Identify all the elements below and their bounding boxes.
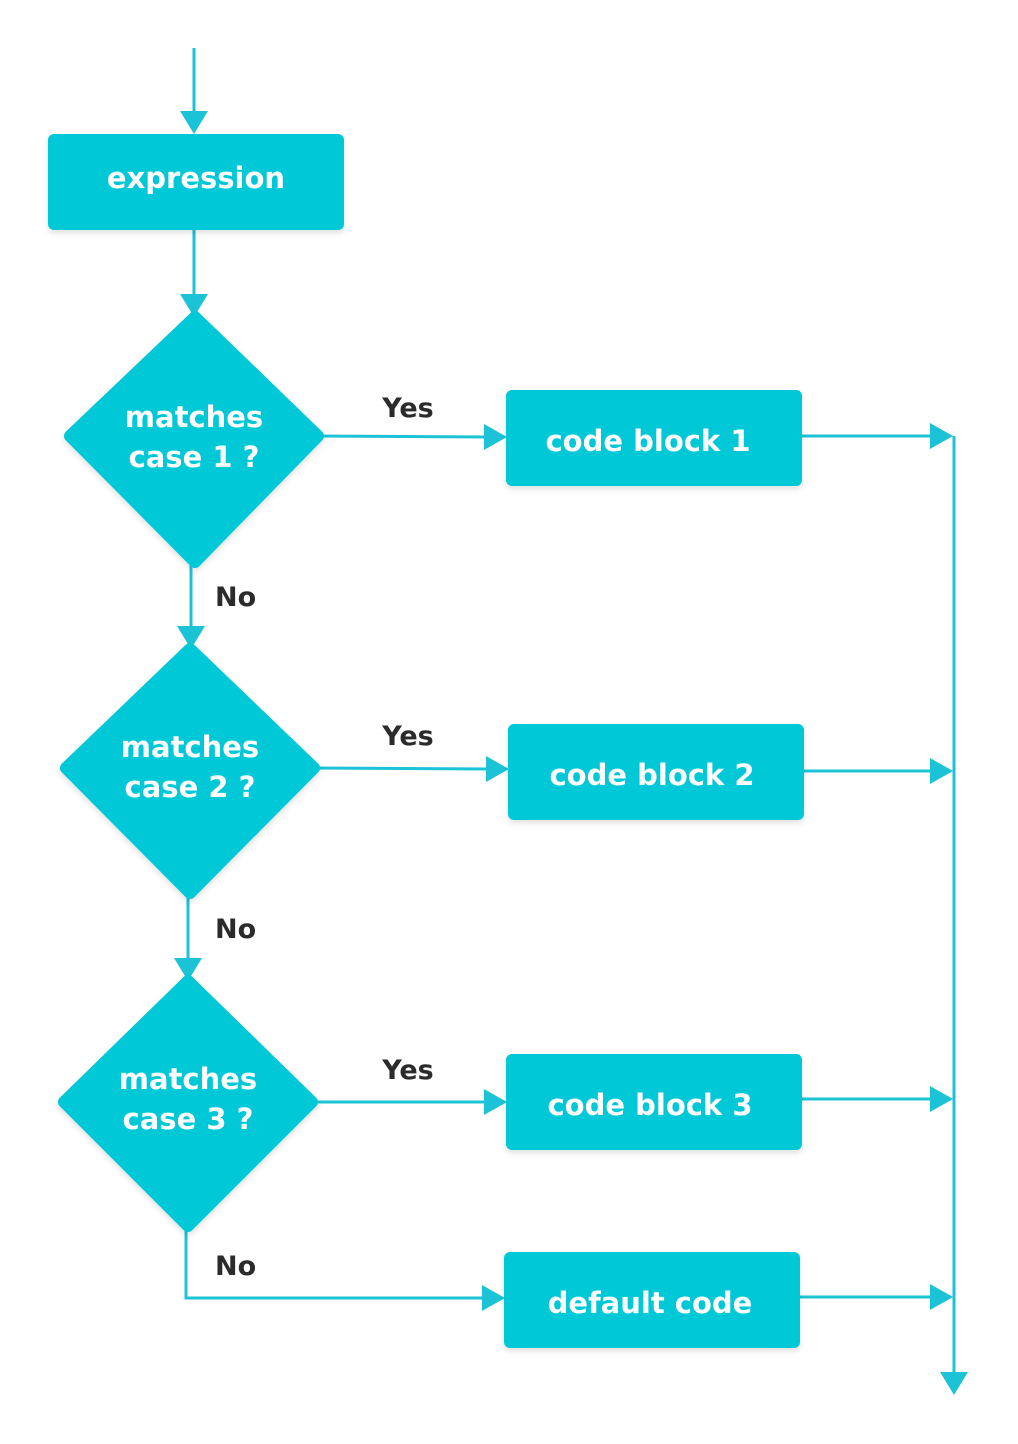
- decision-case-3: matches case 3 ?: [58, 975, 318, 1232]
- no-label-2: No: [215, 914, 256, 945]
- expression-label: expression: [107, 161, 285, 195]
- expression-node: expression: [48, 134, 344, 230]
- code-block-3: code block 3: [506, 1054, 802, 1150]
- yes-label-2: Yes: [381, 721, 433, 752]
- yes-label-1: Yes: [381, 393, 433, 424]
- block3-merge-arrowhead: [930, 1086, 953, 1112]
- decision1-line1: matches: [125, 400, 263, 434]
- decision3-diamond: [58, 975, 318, 1232]
- default-merge-arrowhead: [930, 1284, 953, 1310]
- default-code-block: default code: [504, 1252, 800, 1348]
- yes1-connector: [317, 434, 489, 439]
- decision2-line1: matches: [121, 730, 259, 764]
- decision2-line2: case 2 ?: [125, 770, 256, 804]
- no-label-3: No: [215, 1251, 256, 1282]
- block1-merge-arrowhead: [930, 423, 953, 449]
- code-block-1-box: [506, 390, 802, 486]
- yes3-arrowhead: [484, 1089, 507, 1115]
- code-block-2-box: [508, 724, 804, 820]
- decision1-arrowhead: [180, 294, 208, 317]
- code-block-2-label: code block 2: [549, 758, 754, 792]
- no2-arrowhead: [174, 958, 202, 981]
- block2-merge-arrowhead: [930, 758, 953, 784]
- decision1-line2: case 1 ?: [129, 440, 260, 474]
- default-code-box: [504, 1252, 800, 1348]
- default-code-label: default code: [548, 1286, 753, 1320]
- no-label-1: No: [215, 582, 256, 613]
- expression-box: [48, 134, 344, 230]
- connectors: [174, 48, 968, 1395]
- edge-labels: Yes Yes Yes No No No: [215, 393, 434, 1282]
- code-block-2: code block 2: [508, 724, 804, 820]
- no1-arrowhead: [177, 626, 205, 649]
- yes1-arrowhead: [484, 424, 507, 450]
- decision3-line1: matches: [119, 1062, 257, 1096]
- yes2-connector: [313, 766, 491, 771]
- decision2-diamond: [60, 643, 320, 899]
- decision-case-2: matches case 2 ?: [60, 643, 320, 899]
- code-block-1: code block 1: [506, 390, 802, 486]
- no3-arrowhead: [482, 1285, 505, 1311]
- decision3-line2: case 3 ?: [123, 1102, 254, 1136]
- entry-arrowhead: [180, 111, 208, 134]
- decision1-diamond: [64, 311, 324, 568]
- code-block-3-box: [506, 1054, 802, 1150]
- code-block-1-label: code block 1: [545, 424, 750, 458]
- exit-arrowhead: [940, 1372, 968, 1395]
- decision-case-1: matches case 1 ?: [64, 311, 324, 568]
- no3-connector: [184, 1226, 486, 1300]
- yes-label-3: Yes: [381, 1055, 433, 1086]
- code-block-3-label: code block 3: [547, 1088, 752, 1122]
- yes2-arrowhead: [486, 756, 509, 782]
